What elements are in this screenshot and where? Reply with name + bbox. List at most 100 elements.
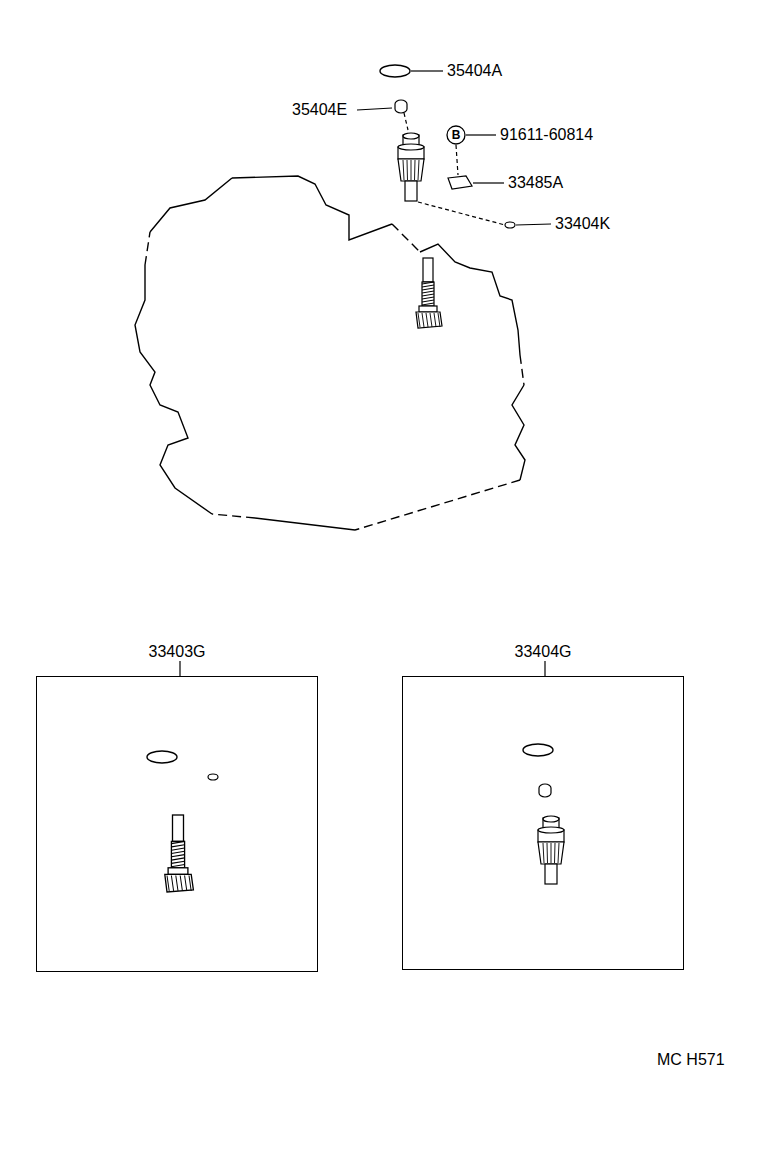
case-outline-segment bbox=[420, 244, 520, 355]
driven-gear-sleeve bbox=[538, 816, 564, 884]
drawing-code: MC H571 bbox=[657, 1051, 725, 1069]
part-number: 35404E bbox=[292, 101, 347, 119]
worm-thread bbox=[171, 851, 184, 853]
flange-rib bbox=[543, 843, 544, 863]
gear-tooth bbox=[167, 876, 169, 891]
sleeve-head-top bbox=[403, 133, 419, 139]
shaft-collar bbox=[419, 306, 437, 312]
flange-rib bbox=[558, 843, 559, 863]
case-outline-segment bbox=[150, 178, 232, 232]
part-number: 91611-60814 bbox=[500, 126, 593, 144]
worm-thread bbox=[171, 858, 184, 860]
drive-shaft bbox=[416, 258, 442, 328]
worm-thread bbox=[422, 300, 434, 302]
o-ring bbox=[147, 751, 177, 763]
kit-part-number: 33404G bbox=[515, 643, 572, 661]
bolt-symbol-letter: B bbox=[452, 126, 461, 144]
clip bbox=[208, 774, 218, 780]
worm-thread bbox=[171, 855, 184, 857]
gear-tooth bbox=[434, 313, 436, 327]
gear-tooth bbox=[176, 876, 178, 891]
sleeve-body-top bbox=[398, 144, 424, 150]
shaft-stem bbox=[173, 815, 184, 841]
worm-thread bbox=[422, 282, 434, 284]
shaft-worm bbox=[171, 841, 184, 867]
sleeve-stem bbox=[545, 864, 557, 884]
worm-thread bbox=[422, 294, 434, 296]
sleeve-flange bbox=[398, 159, 424, 181]
shaft-worm bbox=[422, 282, 434, 306]
drive-shaft bbox=[165, 815, 194, 892]
driven-gear-sleeve bbox=[398, 133, 424, 201]
gear-tooth bbox=[438, 313, 440, 327]
case-outline-segment bbox=[135, 265, 212, 514]
worm-thread bbox=[171, 861, 184, 863]
leader-line-dashed bbox=[456, 145, 458, 175]
flange-rib bbox=[418, 160, 419, 180]
worm-thread bbox=[422, 291, 434, 293]
o-ring bbox=[523, 744, 553, 756]
flange-rib bbox=[403, 160, 404, 180]
case-outline-segment bbox=[392, 224, 420, 252]
gear-tooth bbox=[180, 876, 182, 891]
kit-box: 33404G bbox=[402, 676, 684, 970]
shaft-collar bbox=[168, 868, 188, 875]
flange-rib bbox=[551, 843, 552, 863]
sleeve-stem bbox=[405, 181, 417, 201]
flange-rib bbox=[407, 160, 409, 180]
leader-line bbox=[357, 108, 392, 110]
part-number: 33404K bbox=[555, 215, 610, 233]
leader-line-dashed bbox=[404, 113, 408, 130]
gear-tooth bbox=[426, 313, 428, 327]
bolt-symbol-circle bbox=[447, 126, 465, 144]
case-outline-segment bbox=[512, 385, 525, 480]
leader-line bbox=[466, 134, 496, 135]
case-outline-segment bbox=[255, 518, 355, 530]
part-number: 35404A bbox=[447, 62, 502, 80]
worm-thread bbox=[422, 288, 434, 290]
leader-line bbox=[516, 224, 551, 225]
worm-thread bbox=[422, 303, 434, 305]
oil-seal-cap bbox=[539, 784, 551, 797]
case-outline-segment bbox=[355, 480, 520, 530]
leader-line-dashed bbox=[418, 202, 505, 225]
kit-part-number: 33403G bbox=[149, 643, 206, 661]
drive-gear bbox=[416, 312, 442, 328]
gear-tooth bbox=[185, 876, 187, 891]
gear-tooth bbox=[418, 313, 420, 327]
lock-plate bbox=[448, 176, 472, 189]
flange-rib bbox=[411, 160, 412, 180]
sleeve-body-top bbox=[538, 827, 564, 833]
gear-tooth bbox=[422, 313, 424, 327]
worm-thread bbox=[422, 285, 434, 287]
case-outline-segment bbox=[520, 355, 524, 385]
flange-rib bbox=[547, 843, 549, 863]
clip bbox=[505, 222, 515, 228]
gear-tooth bbox=[171, 876, 173, 891]
leader-line bbox=[544, 661, 545, 676]
drive-gear bbox=[165, 874, 194, 892]
case-outline-segment bbox=[145, 232, 150, 265]
flange-rib bbox=[554, 843, 556, 863]
part-number: 33485A bbox=[508, 174, 563, 192]
gear-tooth bbox=[189, 876, 191, 891]
case-outline-segment bbox=[232, 176, 392, 240]
shaft-stem bbox=[423, 258, 433, 282]
gear-tooth bbox=[430, 313, 432, 327]
worm-thread bbox=[171, 841, 184, 843]
transmission-case-outline bbox=[135, 176, 525, 530]
flange-rib bbox=[414, 160, 416, 180]
oil-seal-cap bbox=[395, 100, 407, 113]
worm-thread bbox=[171, 865, 184, 867]
leader-line bbox=[473, 182, 504, 183]
leader-line bbox=[411, 70, 443, 71]
worm-thread bbox=[171, 845, 184, 847]
o-ring bbox=[380, 65, 410, 77]
case-outline-segment bbox=[212, 514, 255, 518]
worm-thread bbox=[422, 297, 434, 299]
sleeve-flange bbox=[538, 842, 564, 864]
kit-box: 33403G bbox=[36, 676, 318, 972]
worm-thread bbox=[171, 848, 184, 850]
